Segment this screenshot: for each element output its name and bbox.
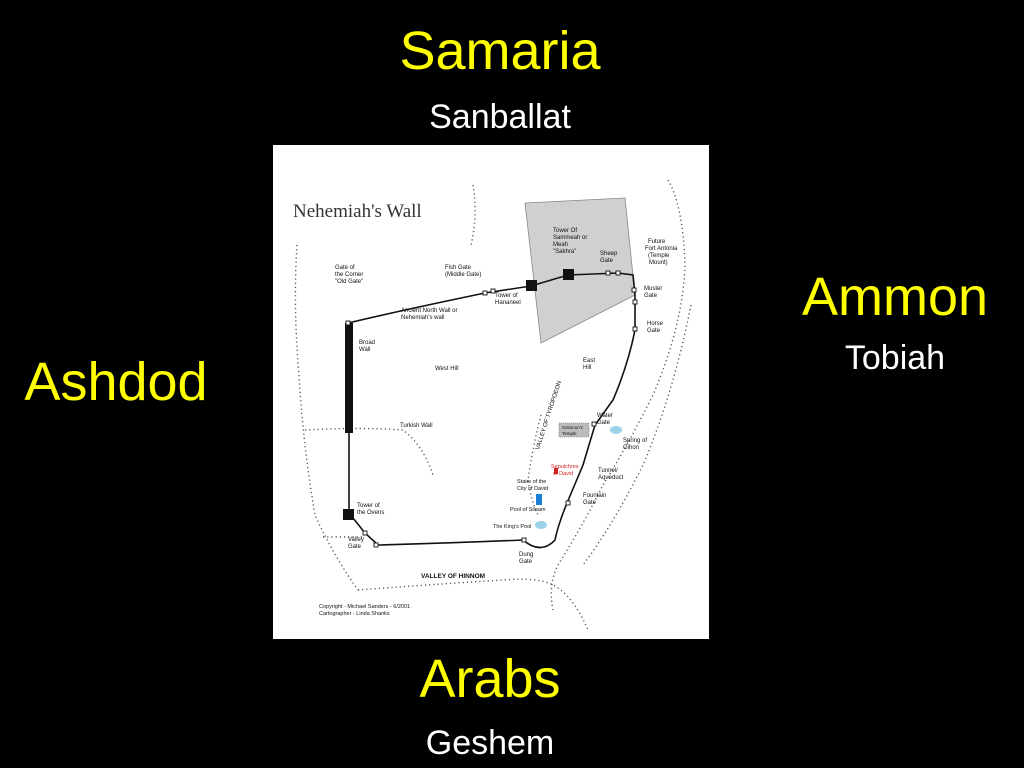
spring-gihon-mark <box>610 426 622 434</box>
temple-mount-area <box>524 197 636 344</box>
tower-sammeah-mark <box>563 269 574 280</box>
pool-siloam-mark <box>536 494 542 505</box>
geshem-label: Geshem <box>425 724 555 762</box>
gate-marks <box>345 270 638 548</box>
label-turkish-wall: Turkish Wall <box>400 423 433 429</box>
map-title: Nehemiah's Wall <box>293 201 422 222</box>
label-valley-tyropoeon: VALLEY OF TYROPOEON <box>535 380 563 450</box>
ammon-label: Ammon <box>801 267 989 327</box>
arabs-label: Arabs <box>419 649 561 709</box>
label-tunnel: Tunnel/Aqueduct <box>598 468 624 481</box>
valley-lines <box>294 179 692 631</box>
broad-wall-segment <box>345 323 353 433</box>
label-valley-hinnom: VALLEY OF HINNOM <box>421 573 485 580</box>
label-pool-siloam: Pool of Siloam <box>510 507 546 513</box>
solomons-temple-mark <box>558 422 590 438</box>
label-fish-gate: Fish Gate(Middle Gate) <box>445 265 481 278</box>
label-kings-pool: The King's Pool <box>493 524 531 530</box>
samaria-label: Samaria <box>399 21 601 81</box>
kings-pool-mark <box>535 521 547 529</box>
tower-hananeel-mark <box>526 280 537 291</box>
ashdod-label: Ashdod <box>24 352 208 412</box>
sanballat-label: Sanballat <box>429 98 571 136</box>
label-west-hill: West Hill <box>435 366 459 372</box>
sepulchres-mark <box>554 468 558 474</box>
tobiah-label: Tobiah <box>844 339 946 377</box>
tower-ovens-mark <box>343 509 354 520</box>
